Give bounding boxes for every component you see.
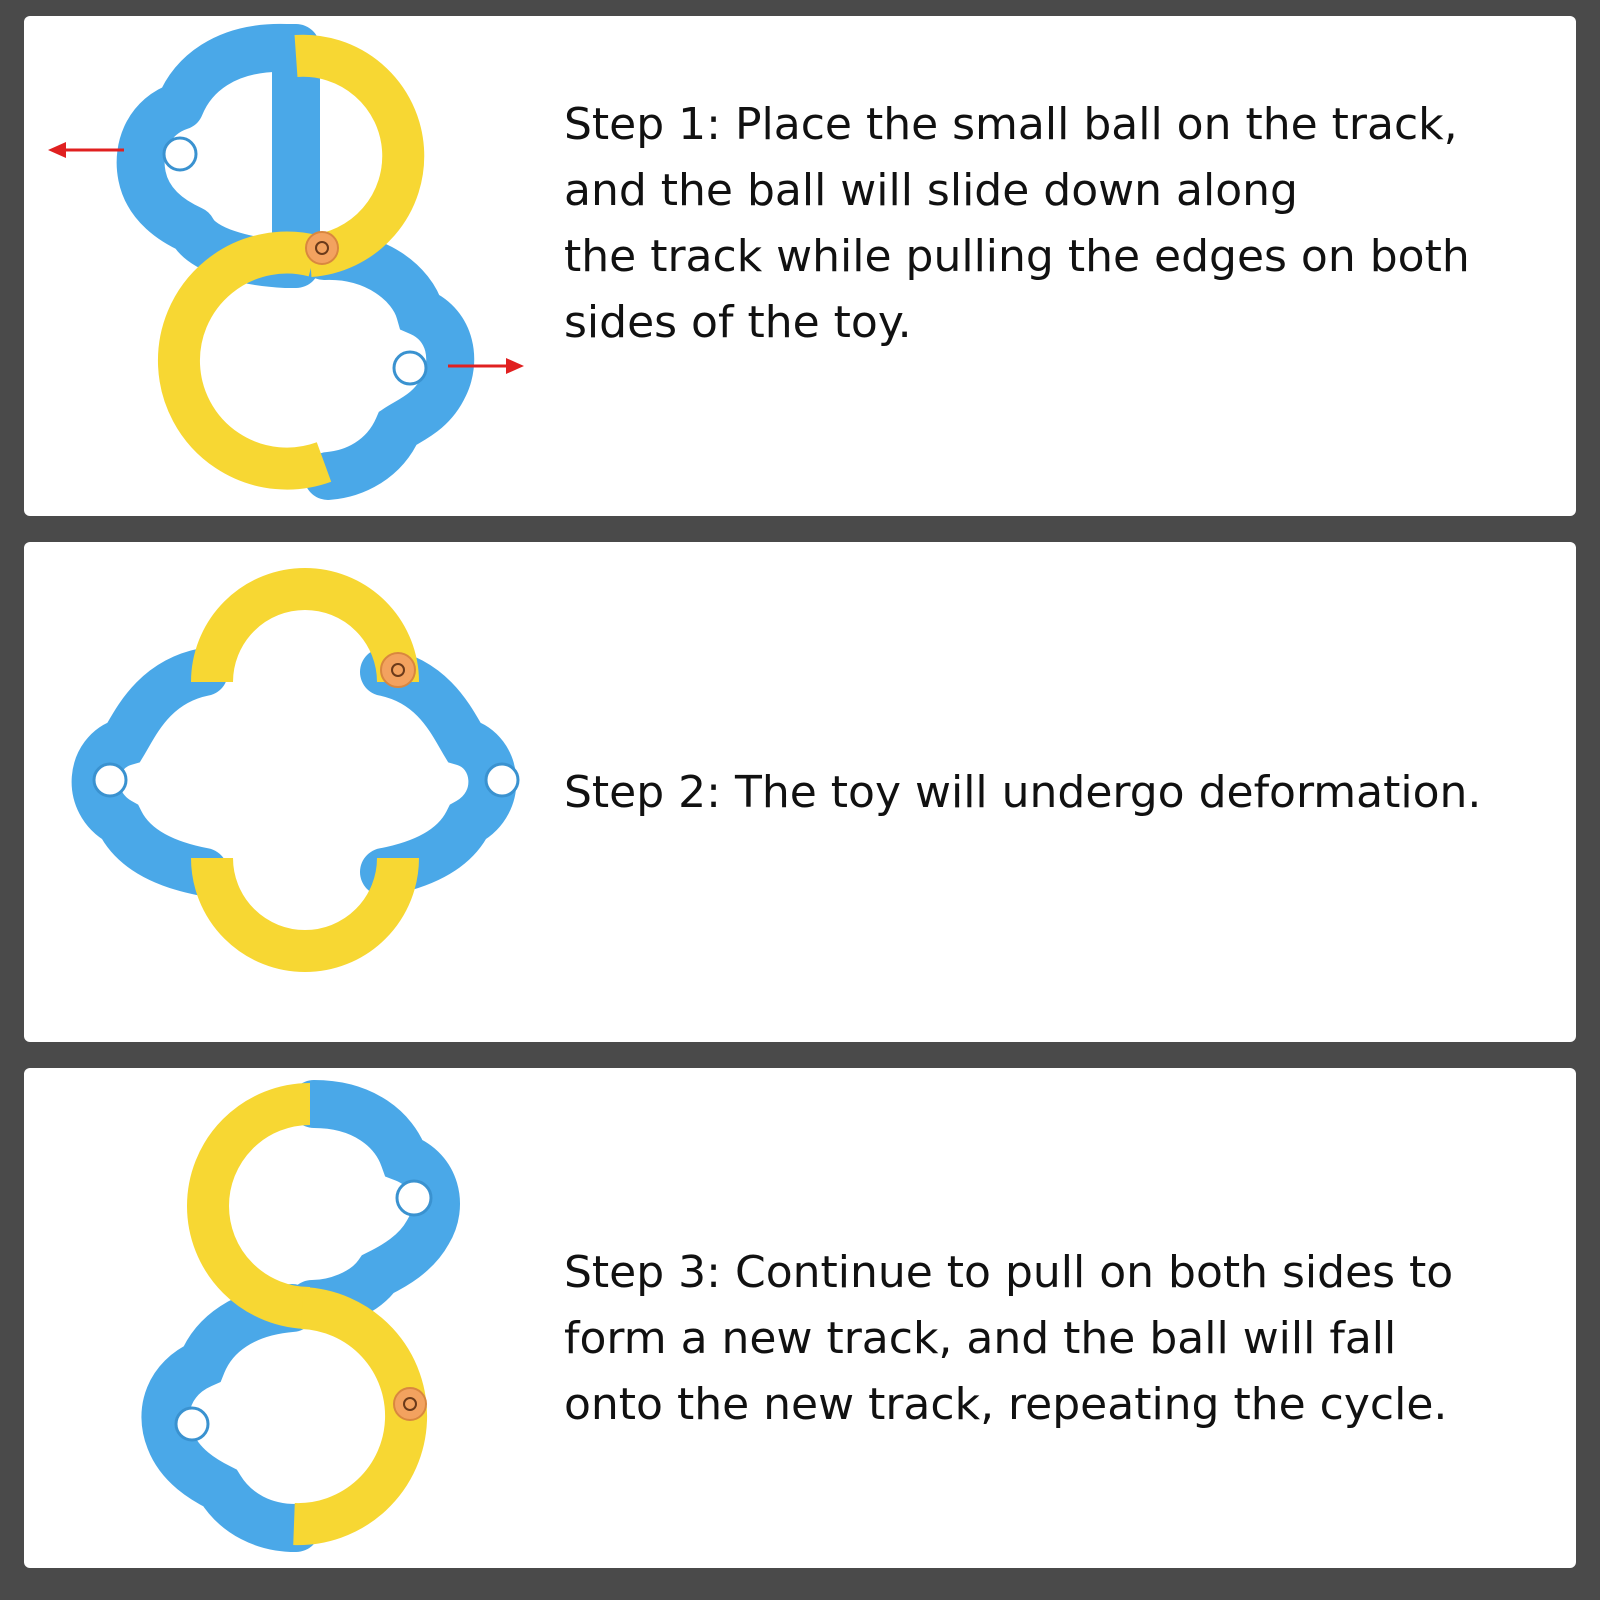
- step-3-panel: Step 3: Continue to pull on both sides t…: [24, 1068, 1576, 1568]
- ball-face: [315, 241, 329, 255]
- step-1-line-1: Step 1: Place the small ball on the trac…: [564, 99, 1458, 150]
- bottom-yellow-arc: [157, 231, 332, 490]
- step-3-line-1: Step 3: Continue to pull on both sides t…: [564, 1247, 1454, 1298]
- step-3-text: Step 3: Continue to pull on both sides t…: [564, 1240, 1564, 1438]
- step-3-line-2: form a new track, and the ball will fall: [564, 1313, 1397, 1364]
- bottom-frame-hole: [392, 350, 428, 386]
- top-blue-frame: [288, 1080, 460, 1328]
- step-1-line-2: and the ball will slide down along: [564, 165, 1298, 216]
- step-2-panel: Step 2: The toy will undergo deformation…: [24, 542, 1576, 1042]
- step-1-line-3: the track while pulling the edges on bot…: [564, 231, 1470, 282]
- left-frame-hole: [92, 762, 128, 798]
- step-3-line-3: onto the new track, repeating the cycle.: [564, 1379, 1448, 1430]
- step-1-text: Step 1: Place the small ball on the trac…: [564, 92, 1564, 356]
- top-yellow-arc: [191, 568, 419, 683]
- ball-icon: [380, 652, 416, 688]
- clover-shape-track-icon: [71, 568, 520, 972]
- bottom-blue-frame: [300, 231, 475, 500]
- bottom-yellow-arc: [191, 857, 419, 972]
- step-1-panel: Step 1: Place the small ball on the trac…: [24, 16, 1576, 516]
- right-frame-hole: [484, 762, 520, 798]
- step-1-line-4: sides of the toy.: [564, 297, 912, 348]
- pull-left-arrow-icon: [48, 142, 124, 158]
- top-frame-hole: [162, 136, 198, 172]
- figure-eight-track-icon: [48, 23, 524, 500]
- bottom-yellow-arc: [293, 1287, 427, 1546]
- step-1-illustration: [24, 16, 564, 516]
- ball-face: [391, 663, 405, 677]
- figure-eight-track-icon: [141, 1080, 460, 1552]
- top-yellow-arc: [294, 34, 425, 277]
- step-3-illustration: [24, 1068, 564, 1568]
- step-2-text: Step 2: The toy will undergo deformation…: [564, 760, 1564, 826]
- pull-right-arrow-icon: [448, 358, 524, 374]
- ball-face: [403, 1397, 417, 1411]
- step-2-line-1: Step 2: The toy will undergo deformation…: [564, 767, 1482, 818]
- top-frame-hole: [395, 1179, 433, 1217]
- ball-icon: [393, 1387, 427, 1421]
- bottom-blue-frame: [141, 1284, 320, 1552]
- right-blue-frame: [360, 648, 517, 896]
- bottom-frame-hole: [174, 1406, 210, 1442]
- ball-icon: [305, 231, 339, 265]
- step-2-illustration: [24, 542, 564, 1042]
- top-yellow-arc: [187, 1083, 311, 1329]
